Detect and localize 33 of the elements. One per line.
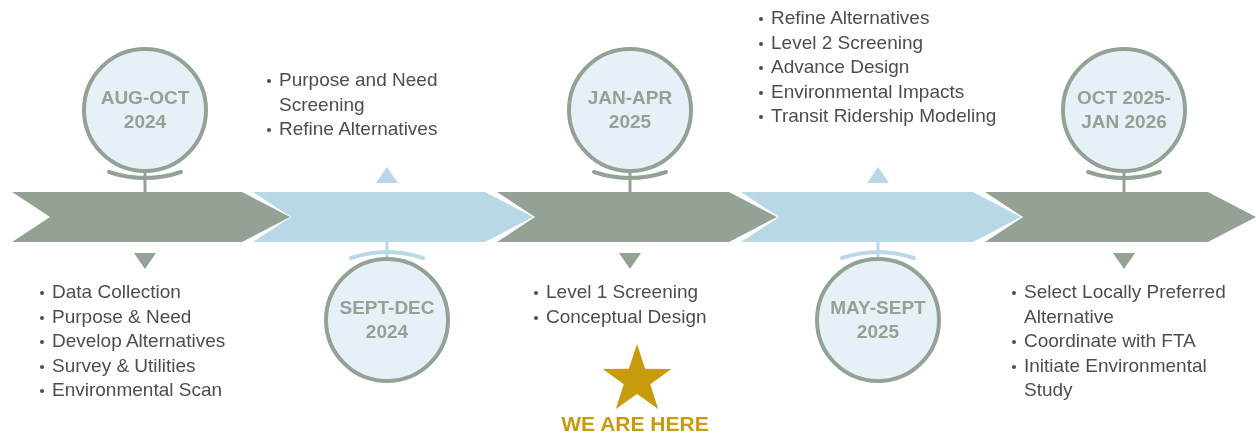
status-label: WE ARE HERE xyxy=(561,412,709,436)
connector-stem xyxy=(840,242,916,260)
bullet-item: Initiate Environmental Study xyxy=(1010,353,1249,403)
bullet-item: Conceptual Design xyxy=(532,304,707,329)
bullet-item: Transit Ridership Modeling xyxy=(757,104,997,129)
bullet-item: Purpose and Need Screening xyxy=(265,68,494,117)
date-text: SEPT-DEC 2024 xyxy=(338,296,436,344)
chevron-segment xyxy=(741,192,1021,242)
bullet-item: Advance Design xyxy=(757,55,997,80)
chevron-segment xyxy=(497,192,777,242)
bullet-item: Data Collection xyxy=(38,280,226,305)
bullet-item: Environmental Impacts xyxy=(757,79,997,104)
date-text: OCT 2025- JAN 2026 xyxy=(1076,86,1172,134)
bullet-item: Level 1 Screening xyxy=(532,280,707,305)
connector-stem xyxy=(1086,170,1162,192)
chevron-segment xyxy=(12,192,290,242)
date-text: MAY-SEPT 2025 xyxy=(829,296,927,344)
bullet-item: Select Locally Preferred Alternative xyxy=(1010,280,1249,329)
chevron-segment xyxy=(985,192,1256,242)
bullet-item: Refine Alternatives xyxy=(757,6,997,31)
bullet-item: Survey & Utilities xyxy=(38,353,226,378)
date-text: AUG-OCT 2024 xyxy=(99,86,191,134)
bullet-item: Purpose & Need xyxy=(38,304,226,329)
chevron-segment xyxy=(253,192,533,242)
date-text: JAN-APR 2025 xyxy=(586,86,674,134)
bullet-item: Refine Alternatives xyxy=(265,117,494,142)
connector-stem xyxy=(107,170,183,192)
bullet-item: Level 2 Screening xyxy=(757,30,997,55)
bullet-item: Develop Alternatives xyxy=(38,329,226,354)
bullet-item: Coordinate with FTA xyxy=(1010,329,1249,354)
connector-stem xyxy=(349,242,425,260)
connector-stem xyxy=(592,170,668,192)
bullet-item: Environmental Scan xyxy=(38,378,226,403)
